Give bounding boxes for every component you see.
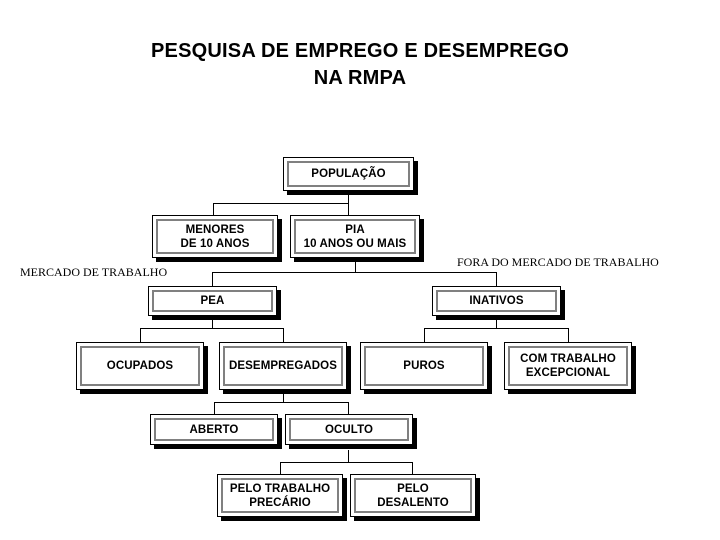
node-oculto-label: OCULTO xyxy=(324,423,374,436)
node-pea-label: PEA xyxy=(200,295,225,307)
connector-oculto-to-precario xyxy=(280,462,281,474)
node-pelo-trabalho-precario[interactable]: PELO TRABALHO PRECÁRIO xyxy=(217,474,343,517)
node-menores-inner: MENORES DE 10 ANOS xyxy=(156,219,274,254)
connector-oculto-stem xyxy=(348,450,349,462)
node-puros[interactable]: PUROS xyxy=(360,342,488,390)
connector-pia-bus xyxy=(212,272,497,273)
node-pelo-trabalho-precario-label: PELO TRABALHO PRECÁRIO xyxy=(229,482,331,509)
connector-desempregados-to-oculto xyxy=(348,402,349,414)
connector-populacao-bus xyxy=(213,203,349,204)
node-aberto-inner: ABERTO xyxy=(154,418,274,441)
connector-oculto-to-desalento xyxy=(412,462,413,474)
connector-desempregados-bus xyxy=(214,402,349,403)
connector-pea-stem xyxy=(212,316,213,328)
connector-oculto-bus xyxy=(280,462,413,463)
connector-pia-stem xyxy=(355,258,356,272)
node-com-trabalho-excepcional-label: COM TRABALHO EXCEPCIONAL xyxy=(520,353,616,379)
node-aberto-label: ABERTO xyxy=(189,423,239,436)
node-menores-label: MENORES DE 10 ANOS xyxy=(180,223,250,250)
node-ocupados-inner: OCUPADOS xyxy=(80,346,200,386)
node-desempregados-label: DESEMPREGADOS xyxy=(228,360,337,372)
connector-desempregados-to-aberto xyxy=(214,402,215,414)
connector-inativos-stem xyxy=(496,316,497,328)
connector-desempregados-stem xyxy=(283,390,284,402)
node-pelo-desalento[interactable]: PELO DESALENTO xyxy=(350,474,476,517)
node-pelo-trabalho-precario-inner: PELO TRABALHO PRECÁRIO xyxy=(221,478,339,513)
node-pia-label: PIA 10 ANOS OU MAIS xyxy=(303,223,407,250)
page-title: PESQUISA DE EMPREGO E DESEMPREGO NA RMPA xyxy=(60,38,660,92)
node-pelo-desalento-label: PELO DESALENTO xyxy=(377,482,449,509)
label-mercado-de-trabalho: MERCADO DE TRABALHO xyxy=(20,265,168,279)
connector-inativos-bus xyxy=(424,328,569,329)
node-puros-inner: PUROS xyxy=(364,346,484,386)
connector-pea-bus xyxy=(140,328,283,329)
node-pelo-desalento-inner: PELO DESALENTO xyxy=(354,478,472,513)
node-inativos-inner: INATIVOS xyxy=(436,290,557,312)
connector-inativos-to-com-trabalho xyxy=(568,328,569,342)
node-populacao-inner: POPULAÇÃO xyxy=(287,161,410,187)
node-desempregados-inner: DESEMPREGADOS xyxy=(223,346,343,386)
connector-populacao-to-menores xyxy=(213,203,214,215)
node-desempregados[interactable]: DESEMPREGADOS xyxy=(219,342,347,390)
node-inativos[interactable]: INATIVOS xyxy=(432,286,561,316)
connector-populacao-stem xyxy=(348,191,349,203)
node-puros-label: PUROS xyxy=(403,360,445,372)
node-ocupados-label: OCUPADOS xyxy=(106,360,174,372)
label-fora-do-mercado-de-trabalho: FORA DO MERCADO DE TRABALHO xyxy=(457,255,659,269)
node-ocupados[interactable]: OCUPADOS xyxy=(76,342,204,390)
connector-populacao-to-pia xyxy=(348,203,349,215)
page-title-line-1: PESQUISA DE EMPREGO E DESEMPREGO xyxy=(151,40,569,62)
node-oculto-inner: OCULTO xyxy=(289,418,409,441)
node-pia[interactable]: PIA 10 ANOS OU MAIS xyxy=(290,215,420,258)
node-com-trabalho-excepcional-inner: COM TRABALHO EXCEPCIONAL xyxy=(508,346,628,386)
node-inativos-label: INATIVOS xyxy=(469,295,524,307)
connector-pea-to-ocupados xyxy=(140,328,141,342)
node-oculto[interactable]: OCULTO xyxy=(285,414,413,445)
node-pea-inner: PEA xyxy=(152,290,273,312)
node-populacao-label: POPULAÇÃO xyxy=(311,168,386,180)
node-menores[interactable]: MENORES DE 10 ANOS xyxy=(152,215,278,258)
page-title-line-2: NA RMPA xyxy=(313,67,407,89)
connector-pia-to-inativos xyxy=(496,272,497,286)
connector-pia-to-pea xyxy=(212,272,213,286)
node-populacao[interactable]: POPULAÇÃO xyxy=(283,157,414,191)
connector-pea-to-desempregados xyxy=(283,328,284,342)
node-pia-inner: PIA 10 ANOS OU MAIS xyxy=(294,219,416,254)
connector-inativos-to-puros xyxy=(424,328,425,342)
node-aberto[interactable]: ABERTO xyxy=(150,414,278,445)
node-com-trabalho-excepcional[interactable]: COM TRABALHO EXCEPCIONAL xyxy=(504,342,632,390)
node-pea[interactable]: PEA xyxy=(148,286,277,316)
